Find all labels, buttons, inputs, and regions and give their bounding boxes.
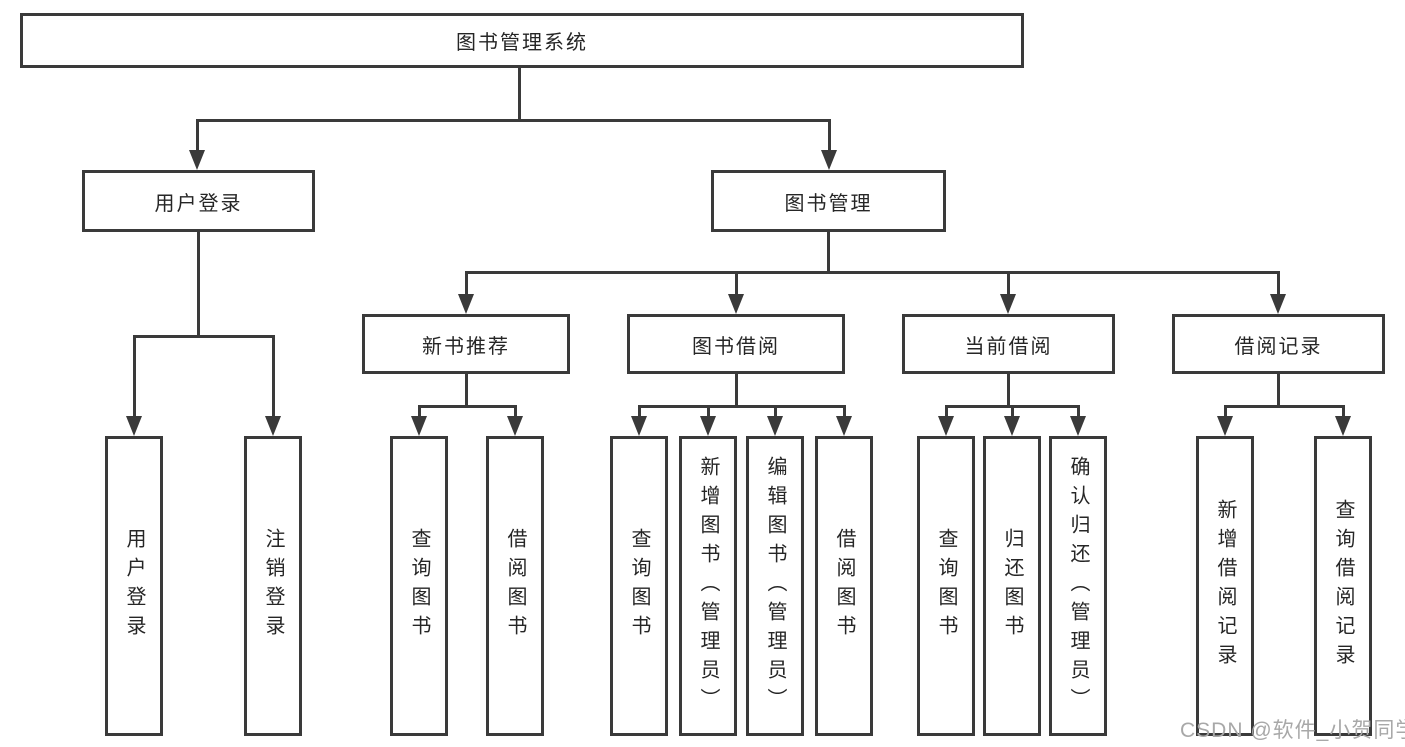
leaf-borrow-books-recommend: 借阅图书 — [486, 436, 544, 736]
node-book-management: 图书管理 — [711, 170, 946, 232]
leaf-query-books-current-label: 查询图书 — [935, 528, 957, 644]
connector-user-login-drop — [196, 119, 199, 153]
leaf-edit-book-admin-label: 编辑图书（管理员） — [764, 455, 786, 717]
connector-login-stem — [197, 232, 200, 338]
leaf-query-books-current: 查询图书 — [917, 436, 975, 736]
arrowhead-down-icon — [938, 416, 954, 436]
leaf-query-borrow-record: 查询借阅记录 — [1314, 436, 1372, 736]
arrowhead-down-icon — [631, 416, 647, 436]
connector-recommend-drop-1 — [418, 405, 421, 419]
arrowhead-down-icon — [1000, 294, 1016, 314]
leaf-query-books-recommend-label: 查询图书 — [408, 528, 430, 644]
connector-recommend-stem — [465, 374, 468, 407]
connector-mgmt-drop-2 — [735, 271, 738, 299]
arrowhead-down-icon — [458, 294, 474, 314]
arrowhead-down-icon — [1070, 416, 1086, 436]
arrowhead-down-icon — [1335, 416, 1351, 436]
leaf-add-book-admin: 新增图书（管理员） — [679, 436, 737, 736]
arrowhead-down-icon — [767, 416, 783, 436]
leaf-return-books-label: 归还图书 — [1001, 528, 1023, 644]
connector-current-drop-1 — [945, 405, 948, 419]
leaf-confirm-return-admin: 确认归还（管理员） — [1049, 436, 1107, 736]
leaf-logout-label: 注销登录 — [262, 528, 284, 644]
leaf-edit-book-admin: 编辑图书（管理员） — [746, 436, 804, 736]
connector-records-hbar — [1224, 405, 1345, 408]
leaf-query-borrow-record-label: 查询借阅记录 — [1332, 499, 1354, 673]
connector-borrowing-drop-1 — [638, 405, 641, 419]
connector-borrowing-drop-4 — [843, 405, 846, 419]
connector-mgmt-hbar — [465, 271, 1280, 274]
connector-borrowing-stem — [735, 374, 738, 407]
node-new-book-recommendation: 新书推荐 — [362, 314, 570, 374]
connector-current-drop-3 — [1077, 405, 1080, 419]
arrowhead-down-icon — [126, 416, 142, 436]
leaf-query-books-recommend: 查询图书 — [390, 436, 448, 736]
connector-current-stem — [1007, 374, 1010, 407]
leaf-logout: 注销登录 — [244, 436, 302, 736]
leaf-borrow-books-recommend-label: 借阅图书 — [504, 528, 526, 644]
arrowhead-down-icon — [507, 416, 523, 436]
node-current-borrowing: 当前借阅 — [902, 314, 1115, 374]
arrowhead-down-icon — [836, 416, 852, 436]
connector-mgmt-drop-4 — [1277, 271, 1280, 299]
arrowhead-down-icon — [1270, 294, 1286, 314]
leaf-borrow-books-borrowing: 借阅图书 — [815, 436, 873, 736]
leaf-add-borrow-record-label: 新增借阅记录 — [1214, 499, 1236, 673]
leaf-confirm-return-admin-label: 确认归还（管理员） — [1067, 455, 1089, 717]
leaf-return-books: 归还图书 — [983, 436, 1041, 736]
connector-login-drop-2 — [272, 335, 275, 419]
connector-book-mgmt-drop — [828, 119, 831, 153]
connector-login-drop-1 — [133, 335, 136, 419]
connector-borrowing-drop-3 — [774, 405, 777, 419]
connector-mgmt-drop-1 — [465, 271, 468, 299]
connector-recommend-drop-2 — [514, 405, 517, 419]
connector-mgmt-stem — [827, 232, 830, 274]
node-borrowing-records: 借阅记录 — [1172, 314, 1385, 374]
connector-root-stem — [518, 68, 521, 122]
leaf-add-borrow-record: 新增借阅记录 — [1196, 436, 1254, 736]
connector-current-drop-2 — [1011, 405, 1014, 419]
arrowhead-down-icon — [265, 416, 281, 436]
arrowhead-down-icon — [189, 150, 205, 170]
node-book-borrowing: 图书借阅 — [627, 314, 845, 374]
arrowhead-down-icon — [821, 150, 837, 170]
connector-records-stem — [1277, 374, 1280, 407]
leaf-borrow-books-borrowing-label: 借阅图书 — [833, 528, 855, 644]
arrowhead-down-icon — [1217, 416, 1233, 436]
connector-borrowing-hbar — [638, 405, 846, 408]
arrowhead-down-icon — [728, 294, 744, 314]
leaf-user-login-label: 用户登录 — [123, 528, 145, 644]
connector-root-hbar — [196, 119, 830, 122]
arrowhead-down-icon — [411, 416, 427, 436]
node-user-login-group: 用户登录 — [82, 170, 315, 232]
arrowhead-down-icon — [1004, 416, 1020, 436]
leaf-user-login: 用户登录 — [105, 436, 163, 736]
connector-recommend-hbar — [418, 405, 517, 408]
connector-records-drop-2 — [1342, 405, 1345, 419]
connector-login-hbar — [133, 335, 275, 338]
arrowhead-down-icon — [700, 416, 716, 436]
connector-mgmt-drop-3 — [1007, 271, 1010, 299]
node-library-management-system: 图书管理系统 — [20, 13, 1024, 68]
connector-records-drop-1 — [1224, 405, 1227, 419]
leaf-query-books-borrowing-label: 查询图书 — [628, 528, 650, 644]
leaf-add-book-admin-label: 新增图书（管理员） — [697, 455, 719, 717]
leaf-query-books-borrowing: 查询图书 — [610, 436, 668, 736]
connector-borrowing-drop-2 — [707, 405, 710, 419]
watermark: CSDN @软件_小贺同学 — [1180, 719, 1405, 742]
